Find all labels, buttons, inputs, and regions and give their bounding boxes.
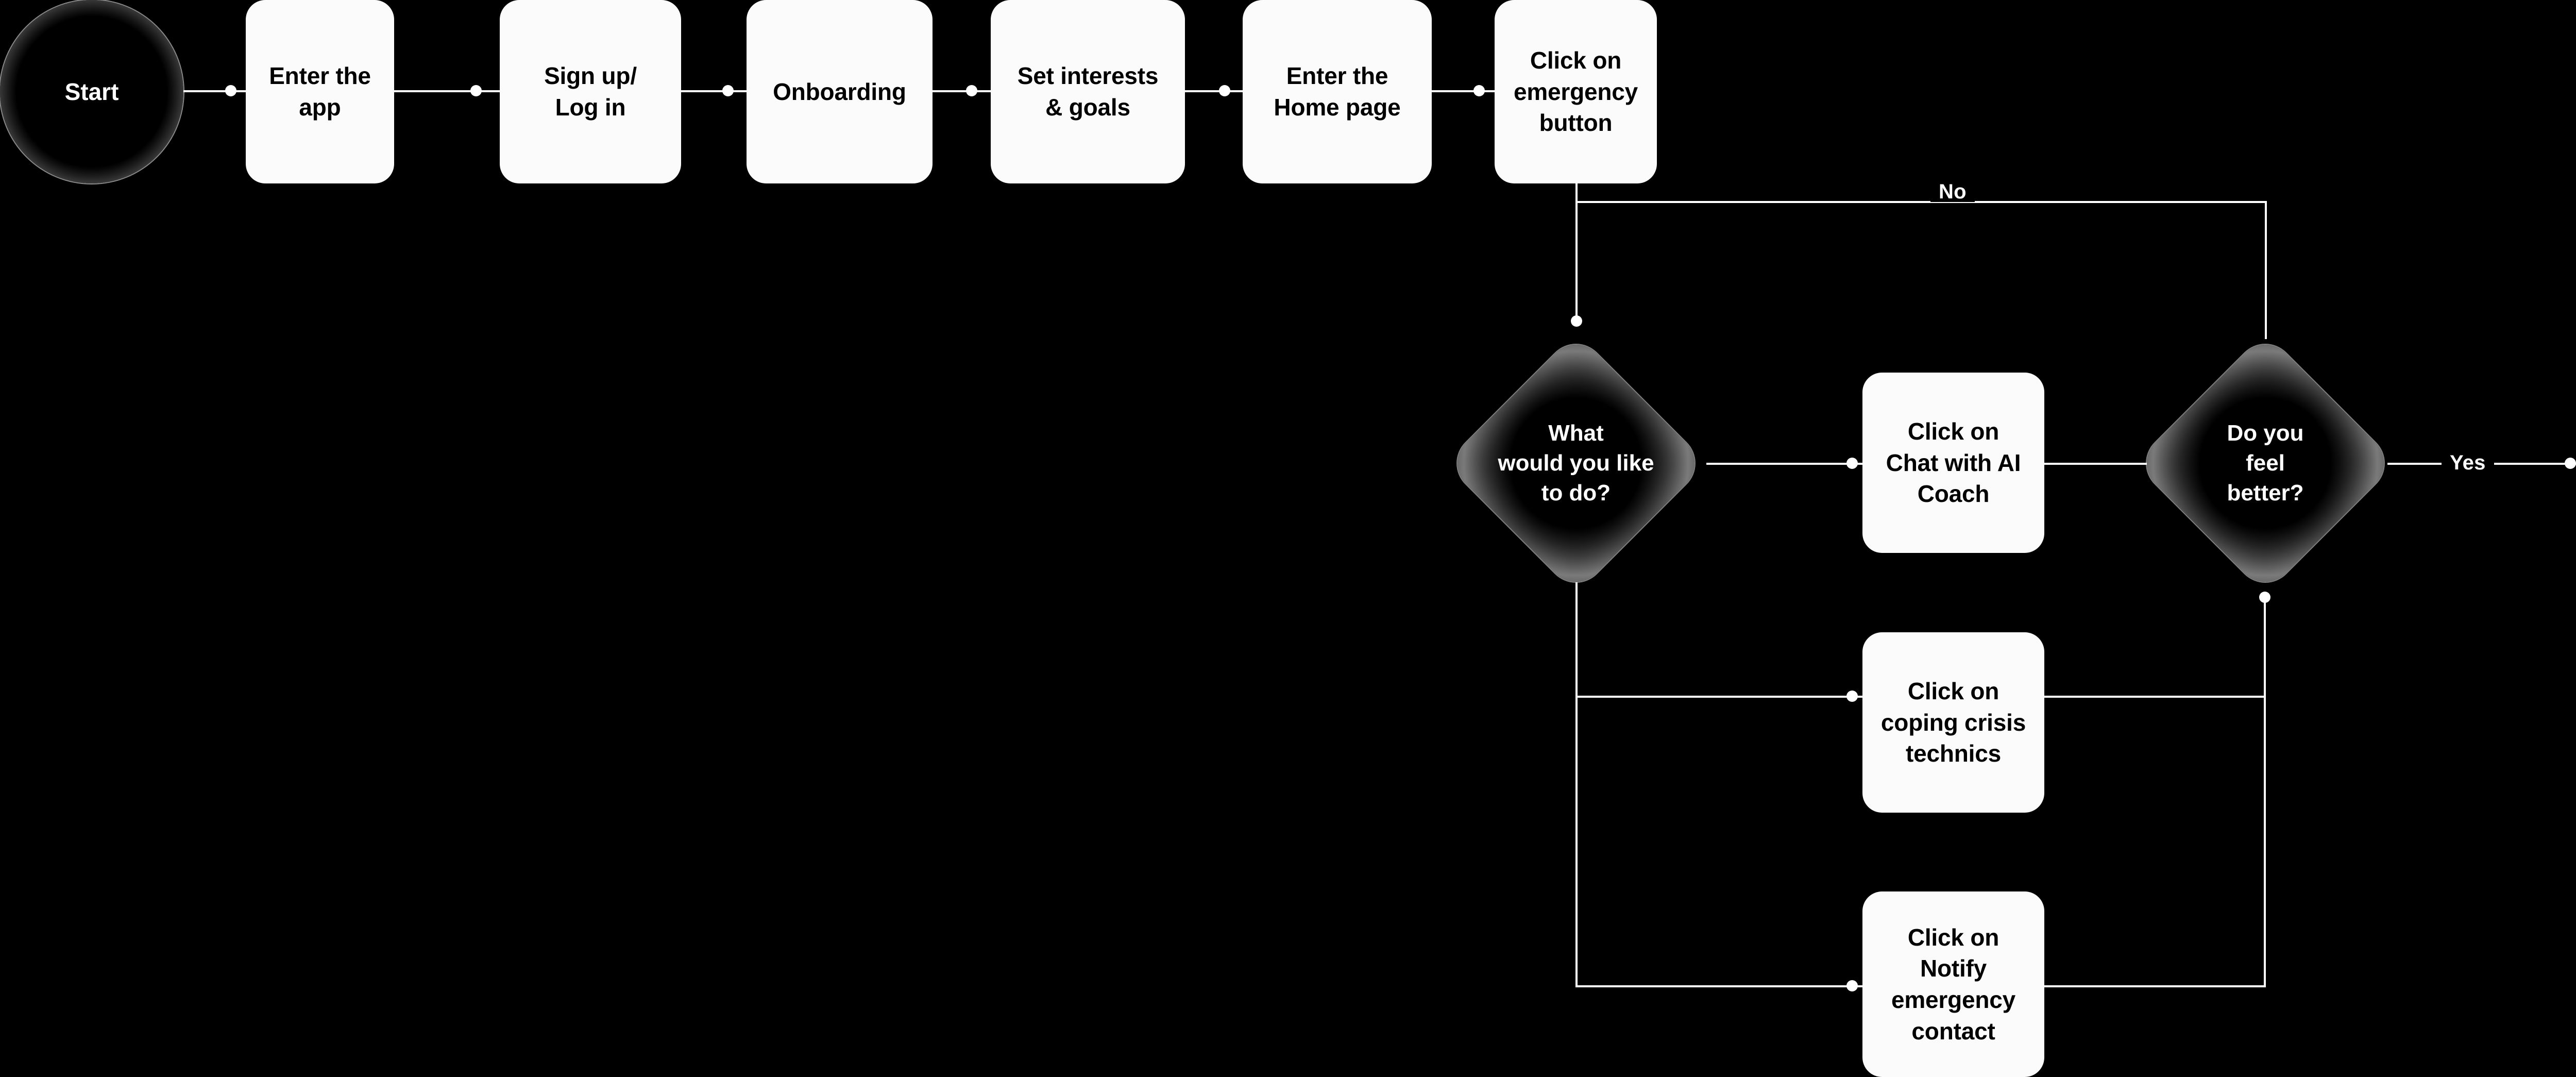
edge-decision-to-coping xyxy=(1575,696,1862,698)
node-decision-feel-better[interactable]: Do you feel better? xyxy=(2134,332,2396,594)
node-enter-the-app[interactable]: Enter the app xyxy=(246,0,394,183)
edge-label-yes: Yes xyxy=(2442,452,2494,473)
edge-dot xyxy=(1846,691,1858,702)
edge-dot xyxy=(1846,458,1858,469)
node-click-emergency-button-label: Click on emergency button xyxy=(1513,46,1638,137)
edge-onboarding-to-interests xyxy=(933,90,991,92)
node-decision-what-to-do[interactable]: What would you like to do? xyxy=(1445,332,1707,594)
edge-dot xyxy=(1219,85,1230,96)
node-set-interests-goals-label: Set interests & goals xyxy=(1017,62,1159,121)
edge-signup-to-onboarding xyxy=(681,90,747,92)
edge-interests-to-home xyxy=(1185,90,1243,92)
edge-dot xyxy=(470,85,482,96)
edge-start-to-enter-app xyxy=(183,90,246,92)
edge-home-to-emergency xyxy=(1432,90,1495,92)
edge-decision-to-chat xyxy=(1706,463,1862,465)
edge-dot xyxy=(966,85,977,96)
edge-emergency-down xyxy=(1575,183,1578,319)
node-click-notify-emergency-contact[interactable]: Click on Notify emergency contact xyxy=(1862,891,2044,1077)
edge-dot xyxy=(2259,592,2270,603)
node-onboarding[interactable]: Onboarding xyxy=(747,0,933,183)
node-click-emergency-button[interactable]: Click on emergency button xyxy=(1495,0,1657,183)
edge-merge-up-to-feelbetter xyxy=(2264,597,2266,987)
node-signup-login[interactable]: Sign up/ Log in xyxy=(500,0,681,183)
node-start[interactable]: Start xyxy=(0,0,183,183)
edge-dot xyxy=(225,85,236,96)
node-start-label: Start xyxy=(64,78,119,105)
node-click-chat-ai-coach[interactable]: Click on Chat with AI Coach xyxy=(1862,373,2044,553)
edge-label-no: No xyxy=(1930,181,1975,202)
node-click-notify-emergency-contact-label: Click on Notify emergency contact xyxy=(1891,923,2016,1045)
edge-dot xyxy=(1473,85,1485,96)
edge-dot xyxy=(1846,980,1858,991)
edge-no-down-to-feelbetter xyxy=(2265,201,2267,339)
node-click-coping-crisis-technics-label: Click on coping crisis technics xyxy=(1880,677,2026,767)
node-onboarding-label: Onboarding xyxy=(773,78,906,105)
edge-no-horizontal xyxy=(1575,201,2267,203)
edge-decision-to-notify xyxy=(1575,985,1862,987)
edge-notify-to-merge xyxy=(2044,985,2266,987)
node-enter-the-app-label: Enter the app xyxy=(269,62,371,121)
edge-dot xyxy=(1571,315,1582,327)
node-decision-what-to-do-label: What would you like to do? xyxy=(1498,420,1654,506)
node-click-chat-ai-coach-label: Click on Chat with AI Coach xyxy=(1886,417,2021,508)
node-set-interests-goals[interactable]: Set interests & goals xyxy=(991,0,1185,183)
edge-decision-trunk-down xyxy=(1575,582,1578,987)
node-decision-feel-better-label: Do you feel better? xyxy=(2227,420,2304,506)
node-enter-home-page-label: Enter the Home page xyxy=(1274,62,1401,121)
node-signup-login-label: Sign up/ Log in xyxy=(544,62,637,121)
edge-coping-to-merge xyxy=(2044,696,2266,698)
node-click-coping-crisis-technics[interactable]: Click on coping crisis technics xyxy=(1862,632,2044,813)
edge-chat-to-feelbetter xyxy=(2044,463,2147,465)
node-enter-home-page[interactable]: Enter the Home page xyxy=(1243,0,1432,183)
edge-dot xyxy=(722,85,734,96)
edge-dot xyxy=(2565,458,2576,469)
edge-enter-app-to-signup xyxy=(394,90,500,92)
